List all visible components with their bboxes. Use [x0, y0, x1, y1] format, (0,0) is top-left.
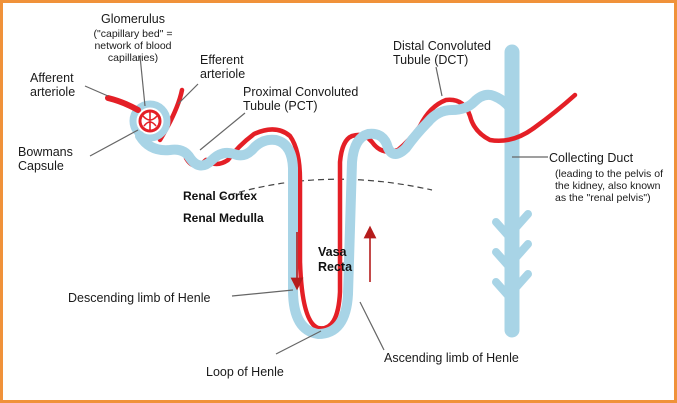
renal-tubule	[129, 89, 515, 339]
ascending-limb-label: Ascending limb of Henle	[384, 351, 519, 365]
cortex-medulla-boundary	[219, 178, 433, 199]
afferent-label-line1: Afferent	[30, 71, 74, 85]
collecting-duct-desc-line3: as the "renal pelvis")	[555, 192, 651, 204]
pct-label-line1: Proximal Convoluted	[243, 85, 358, 99]
collecting-duct-desc-line1: (leading to the pelvis of	[555, 168, 663, 180]
glomerulus-desc-line1: ("capillary bed" =	[94, 28, 173, 40]
descending-limb-label: Descending limb of Henle	[68, 291, 210, 305]
vasa-recta-label-line1: Vasa	[318, 245, 348, 259]
bowmans-label-line2: Capsule	[18, 159, 64, 173]
bowmans-label-line1: Bowmans	[18, 145, 73, 159]
renal-cortex-label: Renal Cortex	[183, 189, 257, 203]
loop-of-henle-label: Loop of Henle	[206, 365, 284, 379]
glomerulus-capillaries	[138, 109, 162, 133]
collecting-duct-title: Collecting Duct	[549, 151, 634, 165]
efferent-label-line1: Efferent	[200, 53, 244, 67]
glomerulus-desc-line2: network of blood	[94, 40, 171, 52]
renal-medulla-label: Renal Medulla	[183, 211, 264, 225]
dct-label-line2: Tubule (DCT)	[393, 53, 468, 67]
afferent-label-line2: arteriole	[30, 85, 75, 99]
dct-label-line1: Distal Convoluted	[393, 39, 491, 53]
afferent-arteriole	[105, 95, 141, 113]
pct-label-line2: Tubule (PCT)	[243, 99, 318, 113]
collecting-duct	[492, 44, 532, 338]
collecting-duct-desc-line2: the kidney, also known	[555, 180, 661, 192]
leader-lines	[84, 55, 548, 355]
glomerulus-desc-line3: capillaries)	[108, 52, 158, 64]
vasa-recta-label-line2: Recta	[318, 260, 353, 274]
efferent-label-line2: arteriole	[200, 67, 245, 81]
glomerulus-title: Glomerulus	[101, 12, 165, 26]
